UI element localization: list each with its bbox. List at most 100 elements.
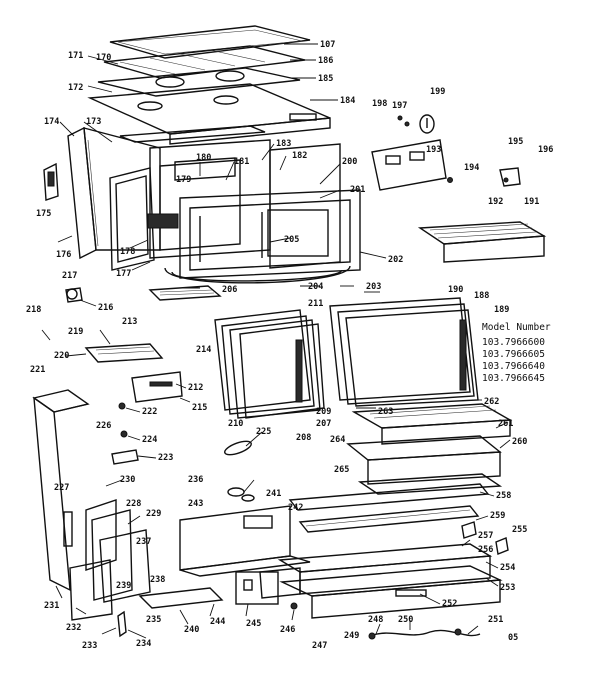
pn-226: 226 <box>96 421 111 431</box>
pn-172: 172 <box>68 83 83 93</box>
pn-265: 265 <box>334 465 349 475</box>
model-number-heading: Model Number <box>482 322 551 333</box>
model-number-4: 103.7966645 <box>482 373 545 384</box>
pn-242: 242 <box>288 503 303 513</box>
pn-209: 209 <box>316 407 331 417</box>
pn-258: 258 <box>496 491 511 501</box>
cooktop-grate <box>103 45 306 79</box>
pn-223: 223 <box>158 453 173 463</box>
pn-173: 173 <box>86 117 101 127</box>
oven-door-panels-right <box>329 297 479 407</box>
pn-221: 221 <box>30 365 45 375</box>
pn-175: 175 <box>36 209 51 219</box>
footer-mark: 05 <box>508 633 518 643</box>
pn-232: 232 <box>66 623 81 633</box>
lower-door-stack <box>69 499 151 621</box>
clip-259 <box>495 537 509 555</box>
pn-235: 235 <box>146 615 161 625</box>
pn-190: 190 <box>448 285 463 295</box>
leader-lines <box>41 43 511 639</box>
pn-107: 107 <box>320 40 335 50</box>
pn-174: 174 <box>44 117 59 127</box>
pn-200: 200 <box>342 157 357 167</box>
oven-cavity-frame <box>179 189 361 279</box>
pn-179: 179 <box>176 175 191 185</box>
pn-214: 214 <box>196 345 211 355</box>
broiler-element <box>164 265 351 284</box>
pn-239: 239 <box>116 581 131 591</box>
pn-218: 218 <box>26 305 41 315</box>
oven-rack-small <box>148 285 222 301</box>
hinge-bracket <box>43 162 59 201</box>
pn-228: 228 <box>126 499 141 509</box>
lower-left-side-panel <box>32 389 90 592</box>
knob-small <box>419 114 435 134</box>
screw-246 <box>290 602 298 610</box>
pn-240: 240 <box>184 625 199 635</box>
pn-227: 227 <box>54 483 69 493</box>
pn-236: 236 <box>188 475 203 485</box>
front-trim-strip <box>119 125 266 143</box>
pn-183: 183 <box>276 139 291 149</box>
pn-241: 241 <box>266 489 281 499</box>
model-number-3: 103.7966640 <box>482 361 545 372</box>
model-number-block: Model Number 103.7966600 103.7966605 103… <box>482 322 551 384</box>
pn-246: 246 <box>280 625 295 635</box>
pn-243: 243 <box>188 499 203 509</box>
pn-224: 224 <box>142 435 157 445</box>
pn-254: 254 <box>500 563 515 573</box>
broil-pan-rack <box>417 221 547 263</box>
screws-top <box>397 115 410 127</box>
pn-212: 212 <box>188 383 203 393</box>
pn-253: 253 <box>500 583 515 593</box>
oven-liner-box <box>147 139 271 259</box>
roller-227 <box>63 511 73 547</box>
knob-230-236 <box>227 487 255 502</box>
pn-171: 171 <box>68 51 83 61</box>
pn-193: 193 <box>426 145 441 155</box>
drawer-bottom-panel <box>279 565 503 619</box>
pn-185: 185 <box>318 74 333 84</box>
pn-199: 199 <box>430 87 445 97</box>
part-number-labels: 107 186 185 184 171 170 172 174 173 180 … <box>26 40 553 651</box>
pn-203: 203 <box>366 282 381 292</box>
broiler-pan-insert <box>346 435 503 495</box>
pn-230: 230 <box>120 475 135 485</box>
pn-220: 220 <box>54 351 69 361</box>
pn-262: 262 <box>484 397 499 407</box>
pn-211: 211 <box>308 299 323 309</box>
pn-191: 191 <box>524 197 539 207</box>
pn-248: 248 <box>368 615 383 625</box>
pn-249: 249 <box>344 631 359 641</box>
drawer-body <box>179 505 311 577</box>
broiler-pan <box>351 403 513 445</box>
hook-left <box>65 287 83 303</box>
pn-252: 252 <box>442 599 457 609</box>
pn-263: 263 <box>378 407 393 417</box>
pn-181: 181 <box>234 157 249 167</box>
pn-229: 229 <box>146 509 161 519</box>
screw-right <box>447 177 453 183</box>
pn-219: 219 <box>68 327 83 337</box>
pn-247: 247 <box>312 641 327 651</box>
model-number-2: 103.7966605 <box>482 349 545 360</box>
model-number-1: 103.7966600 <box>482 337 545 348</box>
switch-box <box>235 571 279 605</box>
pn-233: 233 <box>82 641 97 651</box>
screw-224 <box>120 430 128 438</box>
pn-180: 180 <box>196 153 211 163</box>
pn-194: 194 <box>464 163 479 173</box>
control-bracket <box>371 139 447 191</box>
pn-188: 188 <box>474 291 489 301</box>
pn-260: 260 <box>512 437 527 447</box>
pn-245: 245 <box>246 619 261 629</box>
pn-257: 257 <box>478 531 493 541</box>
screw-222 <box>118 402 126 410</box>
oven-rear-wall <box>269 143 341 269</box>
door-glass-small <box>84 343 164 363</box>
pn-201: 201 <box>350 185 365 195</box>
pn-192: 192 <box>488 197 503 207</box>
pn-244: 244 <box>210 617 225 627</box>
pn-222: 222 <box>142 407 157 417</box>
